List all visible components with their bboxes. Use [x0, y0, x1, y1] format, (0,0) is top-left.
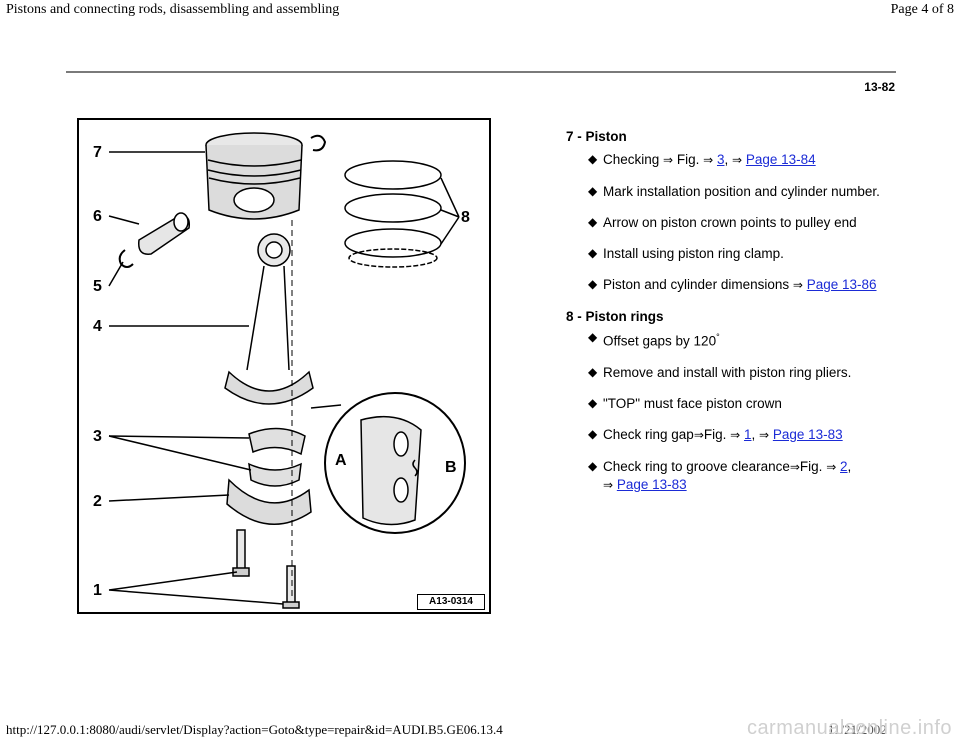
arrow-icon: ⇒	[792, 278, 803, 292]
figure-id-label: A13-0314	[417, 594, 485, 610]
section-title-piston-rings: 8 - Piston rings	[566, 309, 664, 324]
list-item: ◆ Checking ⇒ Fig. ⇒ 3, ⇒ Page 13-84	[588, 152, 816, 167]
callout-6: 6	[93, 208, 102, 225]
diamond-bullet-icon: ◆	[588, 330, 598, 344]
callout-5: 5	[93, 278, 102, 295]
list-item: ◆ Check ring to groove clearance⇒Fig. ⇒ …	[588, 458, 852, 492]
list-item: ◆ Mark installation position and cylinde…	[588, 184, 880, 199]
diamond-bullet-icon: ◆	[588, 458, 598, 473]
callout-1: 1	[93, 582, 102, 599]
figure-link[interactable]: 2	[840, 458, 848, 474]
header-rule	[66, 71, 896, 73]
arrow-icon: ⇒	[693, 427, 704, 442]
diamond-bullet-icon: ◆	[588, 215, 598, 229]
piston-notes: ◆ Checking ⇒ Fig. ⇒ 3, ⇒ Page 13-84 ◆ Ma…	[566, 151, 906, 294]
list-item: ◆ Offset gaps by 120°	[588, 330, 720, 349]
list-item: ◆ "TOP" must face piston crown	[588, 395, 782, 411]
callout-7: 7	[93, 144, 102, 161]
diamond-bullet-icon: ◆	[588, 184, 598, 198]
arrow-icon: ⇒	[703, 153, 714, 167]
callout-4: 4	[93, 318, 102, 335]
arrow-icon: ⇒	[759, 427, 770, 442]
list-item: ◆ Check ring gap⇒Fig. ⇒ 1, ⇒ Page 13-83	[588, 426, 843, 442]
piston-conrod-illustration: 7 6 5 4 3 2 1 8 A B	[93, 132, 470, 609]
degree-symbol: °	[716, 332, 720, 342]
page-indicator: Page 4 of 8	[890, 2, 954, 17]
section-title-piston: 7 - Piston	[566, 129, 627, 144]
callout-8: 8	[461, 209, 470, 226]
diamond-bullet-icon: ◆	[588, 246, 598, 260]
piston-ring-notes: ◆ Offset gaps by 120° ◆ Remove and insta…	[566, 329, 906, 494]
list-item: ◆ Remove and install with piston ring pl…	[588, 364, 852, 380]
footer-date: 11/21/2002	[828, 722, 887, 737]
document-title: Pistons and connecting rods, disassembli…	[6, 2, 340, 17]
callout-B: B	[445, 459, 457, 476]
figure-link[interactable]: 3	[716, 152, 725, 167]
page-link[interactable]: Page 13-84	[745, 152, 816, 167]
list-item: ◆ Install using piston ring clamp.	[588, 246, 784, 261]
page-link[interactable]: Page 13-83	[616, 476, 687, 492]
watermark-logo: carmanualsonline.info	[746, 717, 952, 739]
page-link[interactable]: Page 13-83	[772, 426, 843, 442]
figure-link[interactable]: 1	[743, 426, 752, 442]
arrow-icon: ⇒	[732, 153, 743, 167]
diamond-bullet-icon: ◆	[588, 364, 598, 379]
diamond-bullet-icon: ◆	[588, 277, 598, 291]
page-number: 13-82	[864, 80, 895, 94]
callout-3: 3	[93, 428, 102, 445]
arrow-icon: ⇒	[730, 427, 741, 442]
callout-A: A	[335, 452, 347, 469]
arrow-icon: ⇒	[603, 477, 614, 492]
page-link[interactable]: Page 13-86	[806, 277, 877, 292]
callout-2: 2	[93, 493, 102, 510]
footer-url: http://127.0.0.1:8080/audi/servlet/Displ…	[6, 722, 503, 737]
diamond-bullet-icon: ◆	[588, 395, 598, 410]
diamond-bullet-icon: ◆	[588, 152, 598, 166]
exploded-view-figure: 7 6 5 4 3 2 1 8 A B A13-0314	[77, 118, 491, 614]
arrow-icon: ⇒	[789, 459, 800, 474]
list-item: ◆ Piston and cylinder dimensions ⇒ Page …	[588, 277, 877, 292]
list-item: ◆ Arrow on piston crown points to pulley…	[588, 215, 857, 230]
parts-description: 7 - Piston ◆ Checking ⇒ Fig. ⇒ 3, ⇒ Page…	[566, 128, 906, 494]
arrow-icon: ⇒	[663, 153, 674, 167]
arrow-icon: ⇒	[826, 459, 837, 474]
diamond-bullet-icon: ◆	[588, 426, 598, 441]
